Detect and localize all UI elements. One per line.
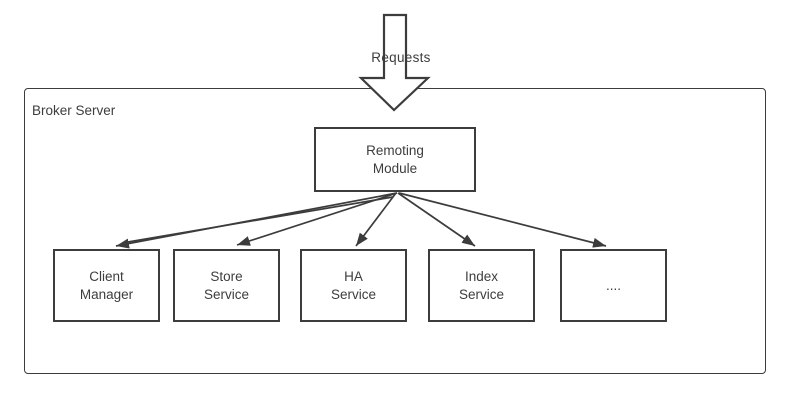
client-manager-node: Client Manager (53, 249, 160, 322)
broker-server-label: Broker Server (32, 103, 116, 118)
index-service-node: Index Service (428, 249, 535, 322)
store-service-node: Store Service (173, 249, 280, 322)
ellipsis-node: .... (560, 249, 667, 322)
requests-label: Requests (371, 50, 431, 65)
remoting-module-node: Remoting Module (314, 127, 476, 192)
ha-service-node: HA Service (300, 249, 407, 322)
